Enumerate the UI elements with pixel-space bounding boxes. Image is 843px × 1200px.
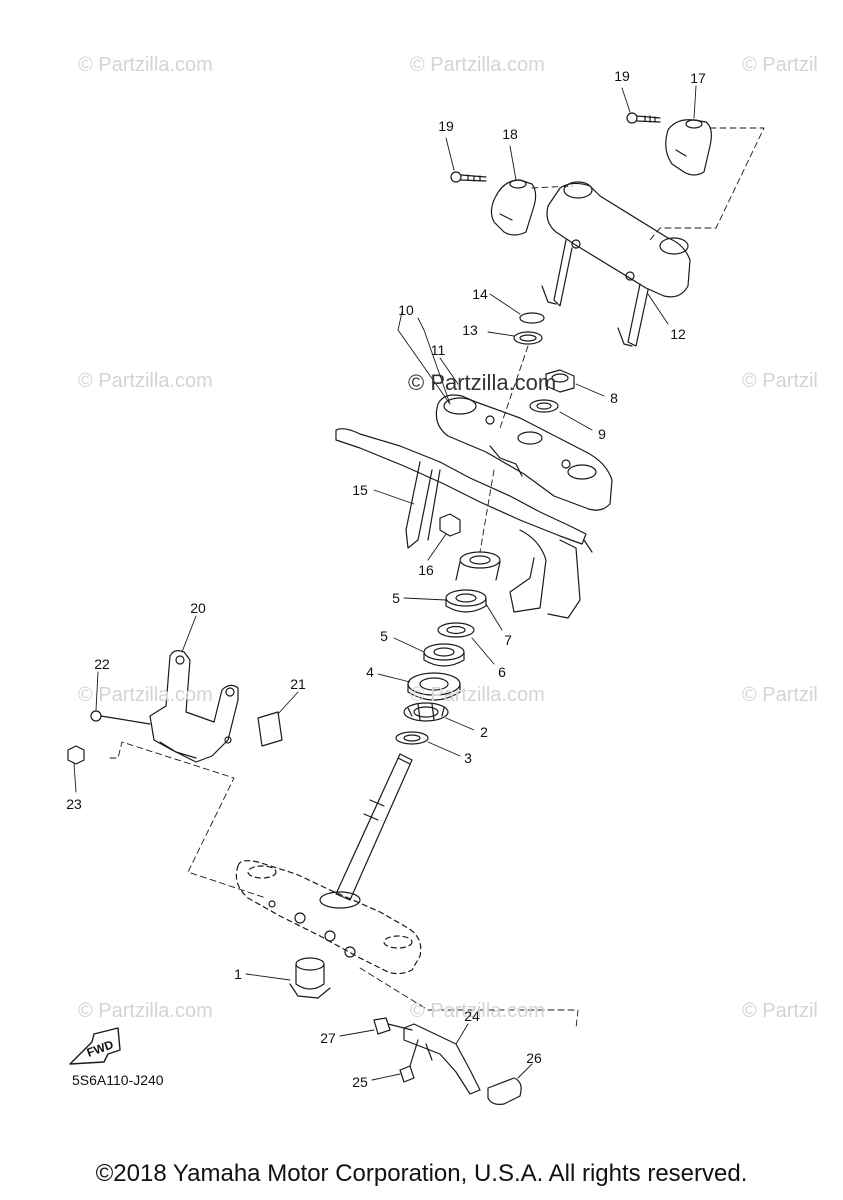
bearing-2 bbox=[403, 702, 449, 722]
upper-bracket-10 bbox=[435, 394, 613, 511]
collar-1 bbox=[289, 957, 331, 999]
watermark: © Partzilla.com bbox=[410, 54, 545, 76]
callout-part-22: 22 bbox=[94, 656, 110, 672]
watermark: © Partzilla.com bbox=[78, 370, 213, 392]
screw-25 bbox=[399, 1039, 419, 1083]
callout-part-3: 3 bbox=[464, 750, 472, 766]
handle-crown-12 bbox=[541, 181, 691, 347]
cable-guide-15 bbox=[335, 428, 593, 619]
leader-lines bbox=[73, 85, 697, 1081]
handlebar-holder-18 bbox=[490, 179, 537, 236]
watermark-partial: © Partzil bbox=[742, 1000, 818, 1022]
callout-part-9: 9 bbox=[598, 426, 606, 442]
watermark: © Partzilla.com bbox=[410, 684, 545, 706]
callout-part-20: 20 bbox=[190, 600, 206, 616]
watermark-partial: © Partzil bbox=[742, 54, 818, 76]
seal-13 bbox=[513, 331, 543, 345]
callout-part-4: 4 bbox=[366, 664, 374, 680]
callout-part-11: 11 bbox=[430, 342, 446, 358]
callout-part-12: 12 bbox=[670, 326, 686, 342]
callout-part-19-lower: 19 bbox=[438, 118, 454, 134]
callout-part-13: 13 bbox=[462, 322, 478, 338]
callout-part-5-upper: 5 bbox=[392, 590, 400, 606]
callout-part-2: 2 bbox=[480, 724, 488, 740]
bolt-19-upper bbox=[626, 112, 661, 124]
callout-part-17: 17 bbox=[690, 70, 706, 86]
watermark: © Partzilla.com bbox=[78, 1000, 213, 1022]
copyright-footer: ©2018 Yamaha Motor Corporation, U.S.A. A… bbox=[95, 1160, 748, 1187]
watermark-partial: © Partzil bbox=[742, 684, 818, 706]
callout-part-1: 1 bbox=[234, 966, 242, 982]
callout-part-7: 7 bbox=[504, 632, 512, 648]
callout-part-16: 16 bbox=[418, 562, 434, 578]
bolt-19-lower bbox=[450, 171, 487, 183]
fwd-arrow-icon: FWD bbox=[69, 1027, 121, 1065]
clamp-26 bbox=[487, 1077, 522, 1105]
bracket-20 bbox=[149, 650, 239, 763]
callout-part-6: 6 bbox=[498, 664, 506, 680]
steering-stem bbox=[335, 753, 413, 901]
bracket-24 bbox=[403, 1023, 481, 1095]
watermark: © Partzilla.com bbox=[78, 684, 213, 706]
callout-part-10: 10 bbox=[398, 302, 414, 318]
stem-base bbox=[268, 891, 361, 958]
watermark-partial: © Partzil bbox=[742, 370, 818, 392]
callout-part-21: 21 bbox=[290, 676, 306, 692]
bolt-27 bbox=[373, 1017, 413, 1035]
callout-part-23: 23 bbox=[66, 796, 82, 812]
callout-part-15: 15 bbox=[352, 482, 368, 498]
washer-7 bbox=[455, 551, 501, 581]
washer-14 bbox=[519, 312, 545, 324]
screw-22 bbox=[90, 710, 151, 725]
watermark-center: © Partzilla.com bbox=[408, 370, 557, 395]
reference-lines bbox=[109, 127, 765, 1029]
nut-23 bbox=[67, 745, 85, 765]
ring-nut-5-upper bbox=[445, 589, 487, 613]
fwd-label: FWD bbox=[85, 1037, 116, 1060]
handlebar-holder-17 bbox=[665, 119, 712, 176]
callout-part-18: 18 bbox=[502, 126, 518, 142]
ring-nut-5-lower bbox=[423, 643, 465, 667]
bearing-race-4 bbox=[407, 672, 461, 701]
washer-9 bbox=[529, 399, 559, 413]
watermark: © Partzilla.com bbox=[78, 54, 213, 76]
callout-part-25: 25 bbox=[352, 1074, 368, 1090]
washer-6 bbox=[437, 622, 475, 638]
nut-16 bbox=[439, 513, 461, 537]
lower-bracket bbox=[235, 860, 422, 975]
nut-8 bbox=[545, 369, 575, 393]
callout-part-14: 14 bbox=[472, 286, 488, 302]
callout-part-24: 24 bbox=[464, 1008, 480, 1024]
callout-part-8: 8 bbox=[610, 390, 618, 406]
watermark: © Partzilla.com bbox=[410, 1000, 545, 1022]
callout-part-19-upper: 19 bbox=[614, 68, 630, 84]
callout-part-27: 27 bbox=[320, 1030, 336, 1046]
pad-21 bbox=[257, 711, 283, 747]
callout-part-5-lower: 5 bbox=[380, 628, 388, 644]
diagram-code: 5S6A110-J240 bbox=[72, 1072, 164, 1088]
callout-part-26: 26 bbox=[526, 1050, 542, 1066]
seal-3 bbox=[395, 731, 429, 745]
